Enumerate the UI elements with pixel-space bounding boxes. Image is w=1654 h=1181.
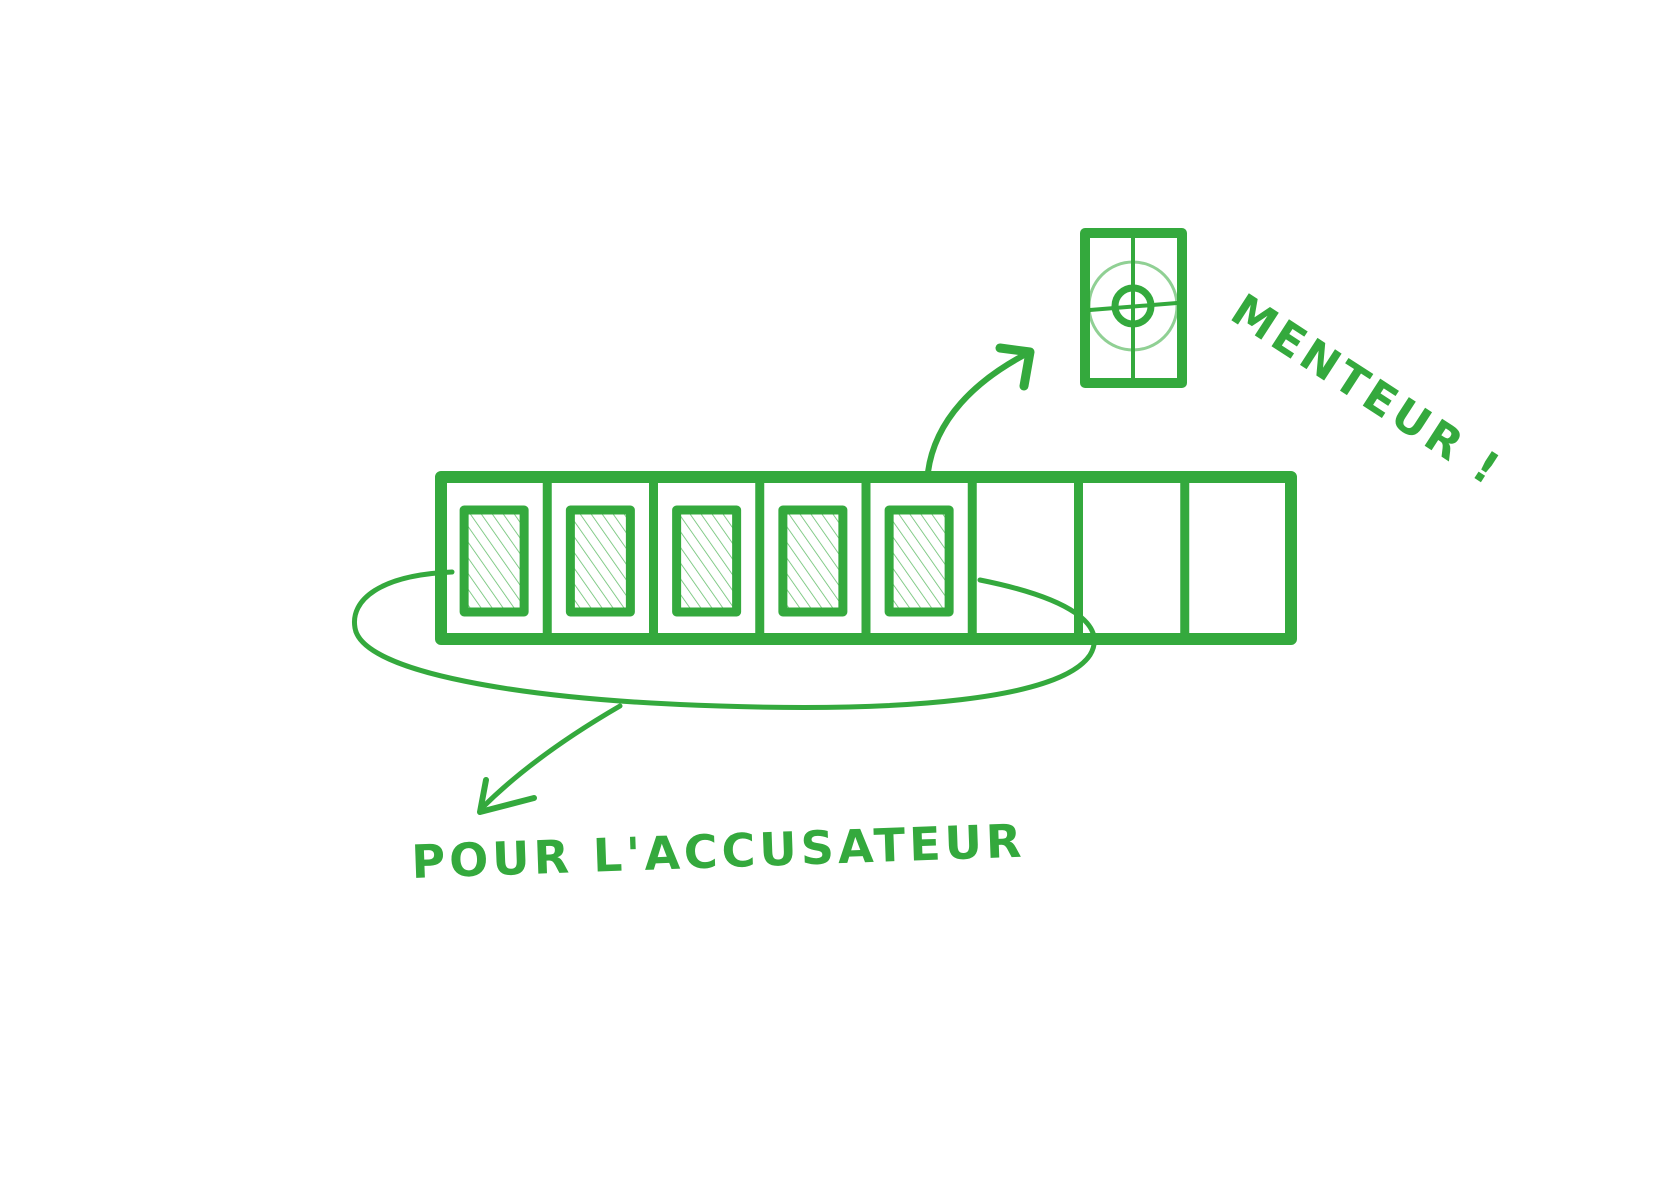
hatched-card-icon [884,505,954,617]
hatched-card-icon [565,505,635,617]
accuser-arrow [477,703,623,815]
selection-ellipse [351,569,1097,710]
hatched-card-icon [459,505,529,617]
target-card-icon [1080,228,1187,388]
hatched-card-icon [778,505,848,617]
slot-bar [435,471,1297,645]
liar-arrow [925,343,1035,475]
accuser-label: POUR L'ACCUSATEUR [410,814,1026,889]
liar-label: MENTEUR ! [1222,284,1511,497]
slot-dividers [542,472,1190,644]
slot-cards [459,505,954,617]
hatched-card-icon [672,505,742,617]
